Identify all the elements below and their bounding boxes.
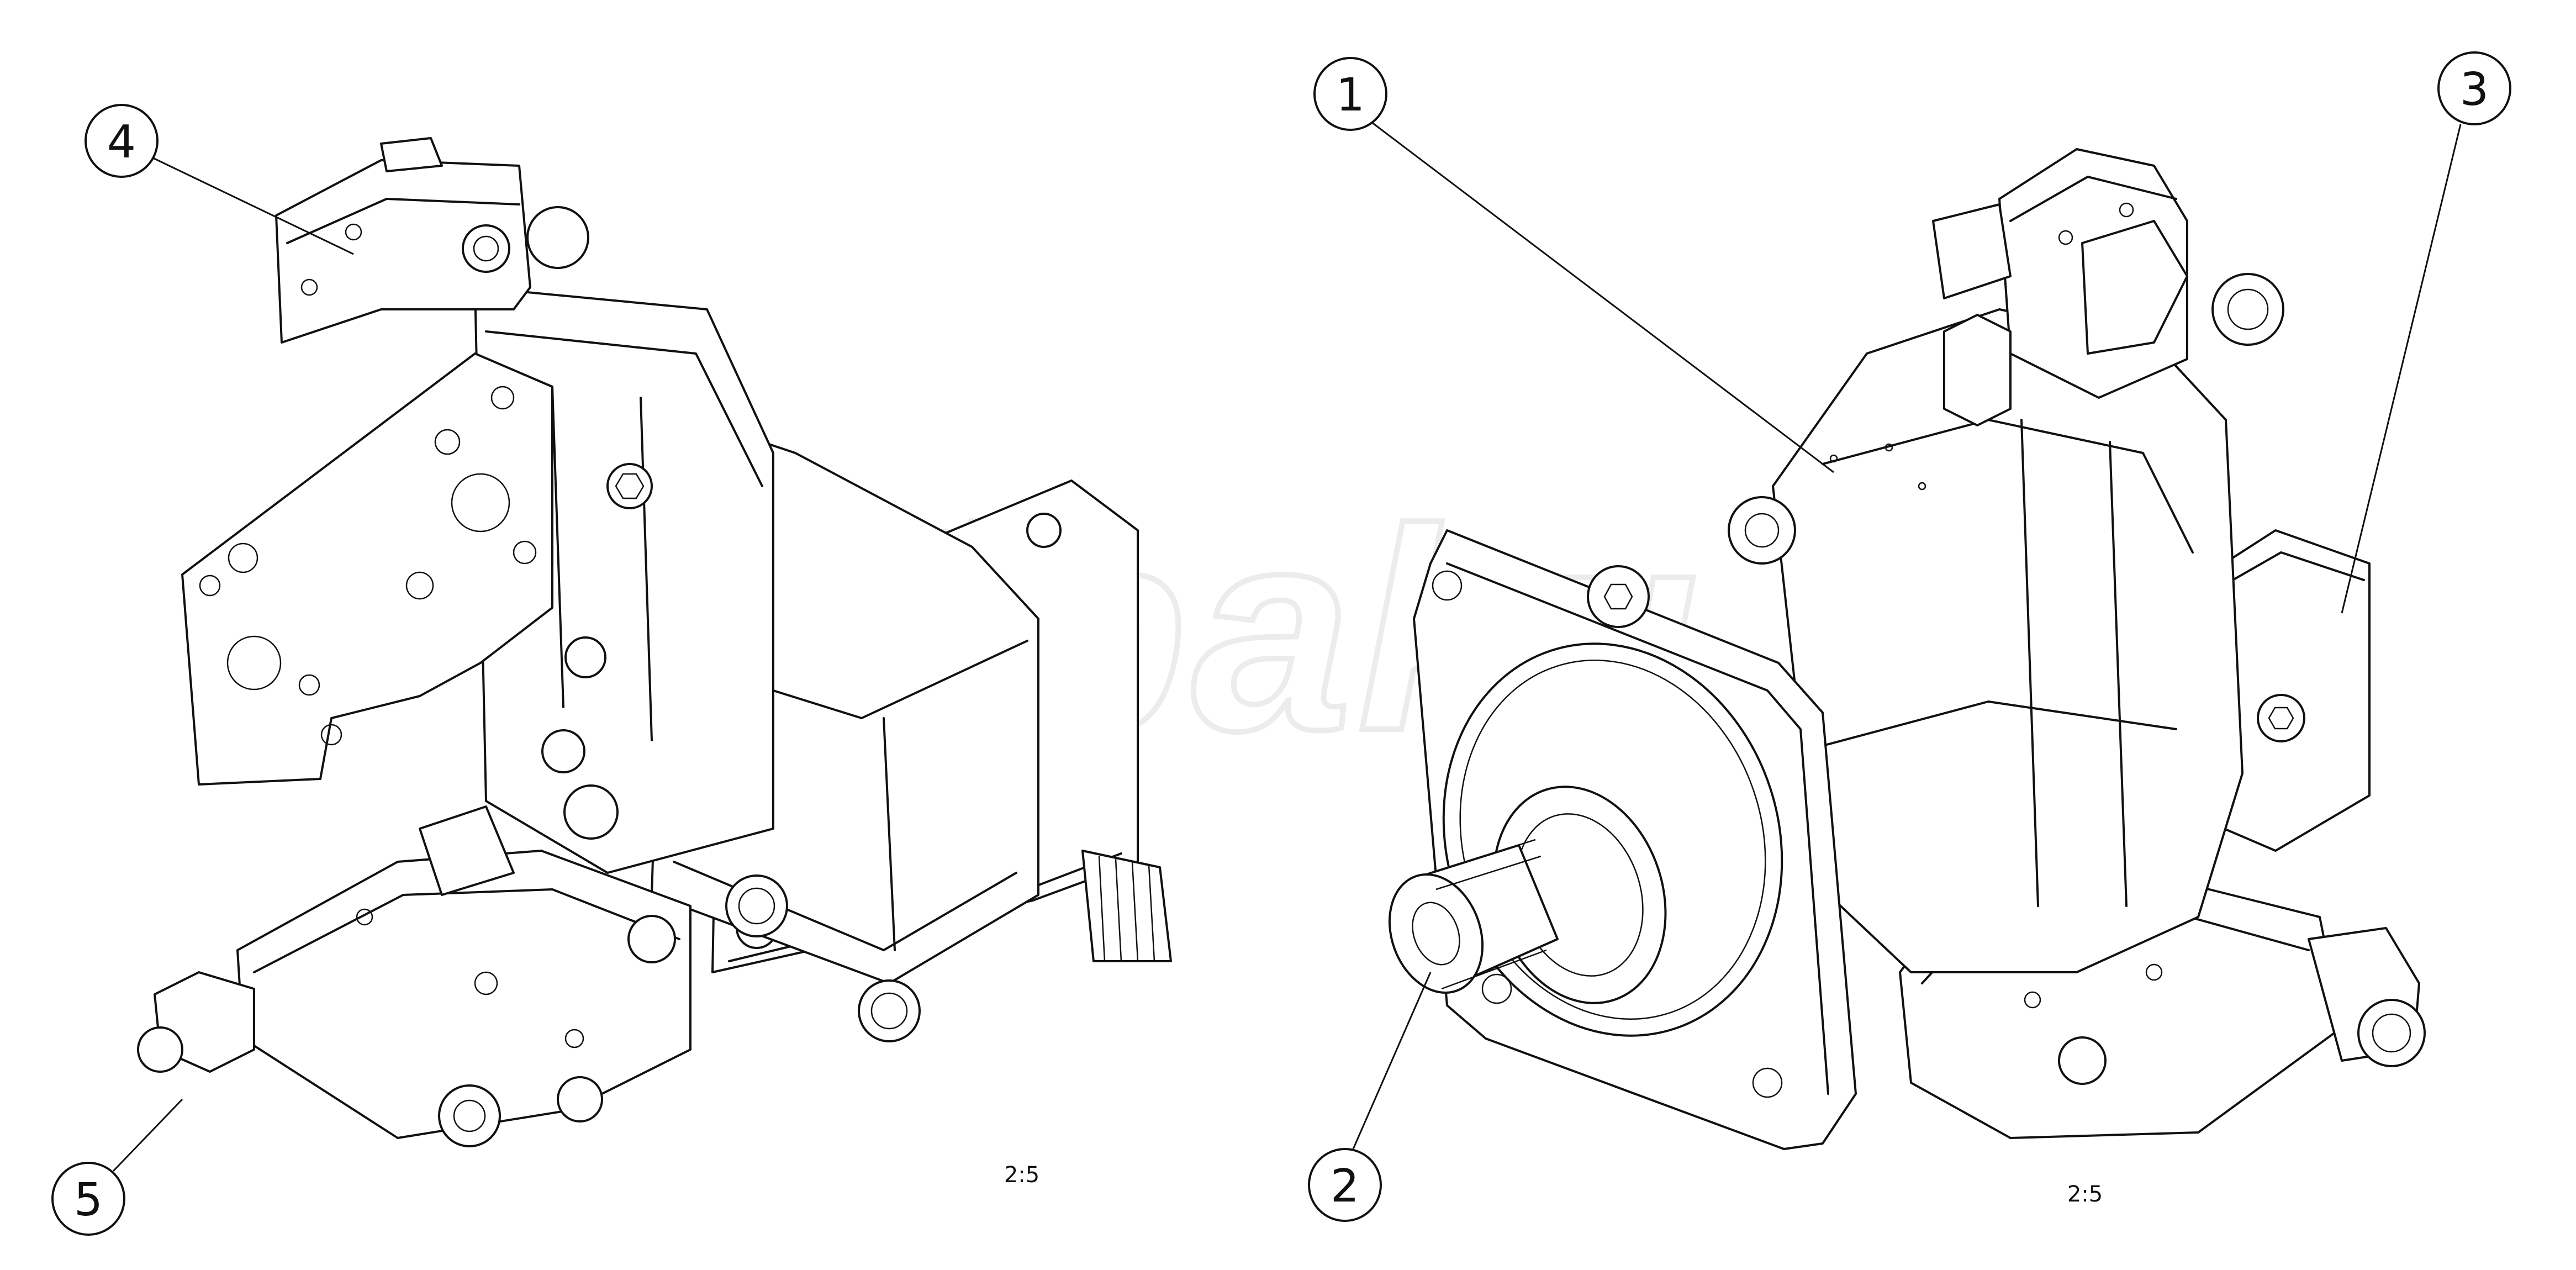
right-motor-view: [1388, 148, 2426, 1150]
right-shaft-spline: [1388, 839, 1559, 994]
callout-1-label: 1: [1336, 69, 1365, 122]
left-view-scale: 2:5: [1004, 1162, 1039, 1188]
callout-1: 1: [1313, 57, 1834, 473]
callout-5: 5: [51, 1098, 183, 1236]
right-view-scale: 2:5: [2067, 1182, 2103, 1207]
callout-2-label: 2: [1331, 1160, 1359, 1213]
callout-3: 3: [2341, 51, 2511, 614]
callout-2: 2: [1308, 972, 1432, 1222]
callout-5-label: 5: [74, 1174, 103, 1226]
callout-4: 4: [85, 104, 354, 255]
callout-3-label: 3: [2460, 64, 2489, 116]
left-shaft-spline: [1081, 850, 1172, 962]
callout-4-label: 4: [107, 116, 136, 168]
left-motor-view: [137, 137, 1172, 1147]
